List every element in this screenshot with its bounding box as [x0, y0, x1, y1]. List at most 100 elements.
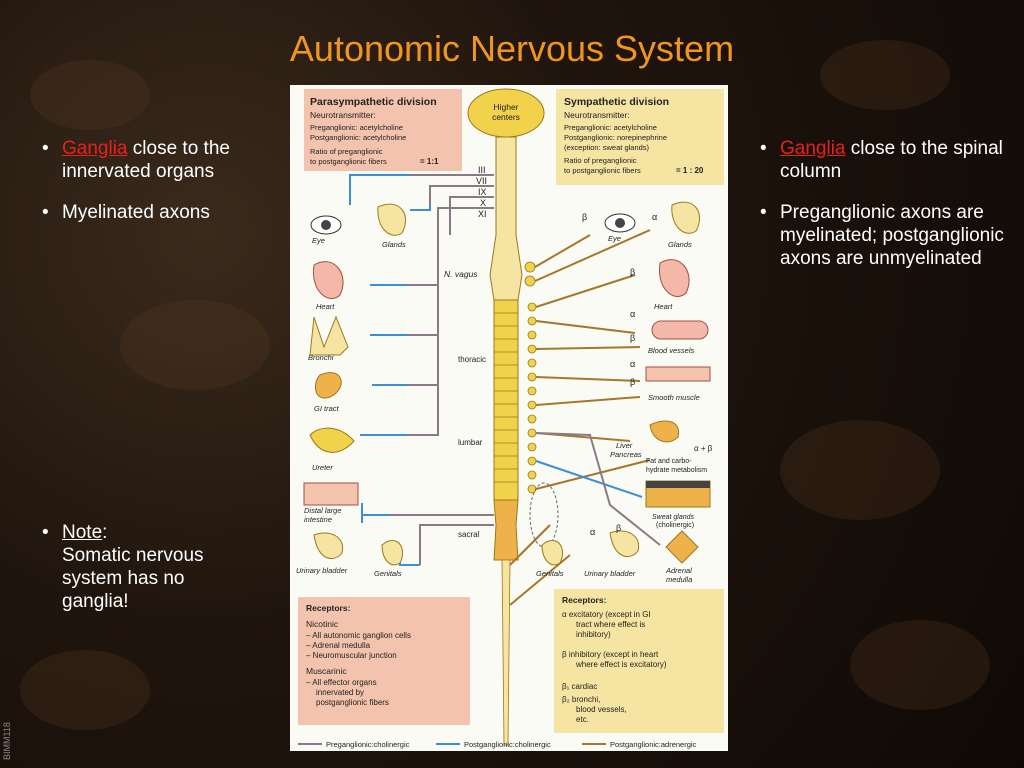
- right-adrenal-label2: medulla: [666, 575, 692, 584]
- ganglion-outline: [529, 482, 559, 548]
- symp-ratio1: Ratio of preganglionic: [564, 156, 637, 165]
- left-organ-intestine: [303, 482, 359, 506]
- rl-m3: postganglionic fibers: [316, 698, 389, 707]
- right-eye-label: Eye: [608, 234, 621, 243]
- symp-info-panel: [556, 89, 724, 185]
- para-nt1: Preganglionic: acetylcholine: [310, 123, 403, 132]
- symp-nt2: Postganglionic: norepinephrine: [564, 133, 667, 142]
- left-intestine-label2: intestine: [304, 515, 332, 524]
- slide-id: BIMM118: [2, 722, 12, 760]
- ganglia-link[interactable]: Ganglia: [780, 138, 846, 159]
- bullet-text: Preganglionic axons are myelinated; post…: [780, 202, 1004, 269]
- right-metab-label2: hydrate metabolism: [646, 467, 707, 474]
- bullet-item: Preganglionic axons are myelinated; post…: [754, 201, 1004, 270]
- right-organ-eye: [604, 213, 636, 233]
- para-ratio-val: = 1:1: [420, 157, 439, 166]
- symp-nt: Neurotransmitter:: [564, 110, 630, 120]
- symp-postganglionic-fibers: [509, 229, 651, 606]
- symp-ratio-val: = 1 : 20: [676, 166, 704, 175]
- para-preganglionic-fibers: [390, 174, 494, 565]
- bullet-item: Ganglia close to the spinal column: [754, 137, 1004, 183]
- right-heart-label: Heart: [654, 302, 673, 311]
- left-eye-label: Eye: [312, 236, 325, 245]
- bg-texture: [30, 60, 150, 130]
- ans-diagram: Parasympathetic division Neurotransmitte…: [290, 85, 728, 751]
- rl-m1: – All effector organs: [306, 678, 377, 687]
- legend-post-cholinergic: Postganglionic:cholinergic: [436, 740, 551, 749]
- adrenal-preganglionic-fiber: [535, 432, 661, 546]
- left-bullet-list: Ganglia close to the innervated organs M…: [36, 137, 276, 242]
- right-muscle-label: Smooth muscle: [648, 393, 700, 402]
- note-bullet-list: Note:Somatic nervous system has no gangl…: [36, 521, 256, 631]
- rr-b1: β inhibitory (except in heart: [562, 650, 659, 659]
- bullet-item: Myelinated axons: [36, 201, 276, 224]
- left-organ-gi-tract: [314, 372, 342, 399]
- right-organ-glands: [671, 201, 701, 234]
- symp-ratio2: to postganglionic fibers: [564, 166, 641, 175]
- cn-iii: III: [478, 165, 486, 175]
- right-organ-genitals: [541, 540, 564, 566]
- sacral-label: sacral: [458, 530, 480, 539]
- ganglia-link[interactable]: Ganglia: [62, 138, 128, 159]
- right-liver-label: Liver: [616, 441, 633, 450]
- bullet-item: Note:Somatic nervous system has no gangl…: [36, 521, 256, 613]
- right-sweat-label2: (cholinergic): [656, 522, 694, 529]
- right-organ-bladder: [609, 530, 640, 558]
- note-colon: :: [102, 522, 108, 543]
- centers-label: centers: [492, 112, 520, 122]
- rr-b2: where effect is excitatory): [575, 660, 667, 669]
- left-organ-eye: [310, 215, 342, 235]
- left-ureter-label: Ureter: [312, 463, 333, 472]
- right-metab-label1: Fat and carbo-: [646, 458, 692, 465]
- right-bladder-label: Urinary bladder: [584, 569, 636, 578]
- bullet-text: Myelinated axons: [62, 202, 210, 223]
- right-organ-smooth-muscle: [645, 366, 711, 382]
- symp-title: Sympathetic division: [564, 96, 669, 108]
- rr-title: Receptors:: [562, 595, 607, 605]
- rr-a3: inhibitory): [576, 630, 611, 639]
- left-heart-label: Heart: [316, 302, 335, 311]
- cord-segments: [494, 312, 518, 483]
- right-glands-label: Glands: [668, 240, 692, 249]
- left-genitals-label: Genitals: [374, 569, 402, 578]
- para-info-panel: [304, 89, 462, 171]
- left-gi-label: GI tract: [314, 404, 340, 413]
- note-label: Note: [62, 522, 103, 543]
- receptors-left-panel: [298, 597, 470, 725]
- para-ratio1: Ratio of preganglionic: [310, 147, 383, 156]
- legend-postc-label: Postganglionic:cholinergic: [464, 740, 551, 749]
- cauda-equina: [501, 559, 511, 746]
- greek-alpha: α: [630, 309, 635, 319]
- symp-cholinergic-fiber: [535, 460, 643, 498]
- bullet-text: close to the spinal column: [780, 138, 1003, 182]
- spinal-cord-thoracic: [493, 299, 519, 501]
- greek-beta: β: [630, 333, 635, 343]
- greek-beta: β: [582, 212, 587, 222]
- greek-alpha: α: [630, 359, 635, 369]
- right-vessels-label: Blood vessels: [648, 346, 695, 355]
- thoracic-label: thoracic: [458, 355, 486, 364]
- rr-d1: β₂ bronchi,: [562, 695, 600, 704]
- legend-posta-label: Postganglionic:adrenergic: [610, 740, 697, 749]
- higher-label: Higher: [493, 102, 518, 112]
- para-postganglionic-fibers: [349, 174, 431, 566]
- bg-texture: [20, 650, 150, 730]
- right-organ-liver: [649, 420, 680, 443]
- left-bronchi-label: Bronchi: [308, 353, 334, 362]
- left-organ-heart: [313, 261, 344, 299]
- right-organ-adrenal: [665, 530, 699, 564]
- left-glands-label: Glands: [382, 240, 406, 249]
- left-organ-bronchi: [309, 315, 349, 356]
- bg-texture: [850, 620, 990, 710]
- legend-preganglionic: Preganglionic:cholinergic: [298, 740, 410, 749]
- vagus-label: N. vagus: [444, 269, 478, 279]
- right-organ-blood-vessels: [651, 320, 709, 340]
- sweat-gland-skin: [646, 481, 710, 488]
- legend-post-adrenergic: Postganglionic:adrenergic: [582, 740, 697, 749]
- page-title: Autonomic Nervous System: [289, 28, 735, 69]
- spinal-cord-sacral: [493, 499, 519, 561]
- para-nt: Neurotransmitter:: [310, 110, 376, 120]
- rl-n3: – Neuromuscular junction: [306, 651, 397, 660]
- greek-beta: β: [616, 523, 621, 533]
- receptors-right-panel: [554, 589, 724, 733]
